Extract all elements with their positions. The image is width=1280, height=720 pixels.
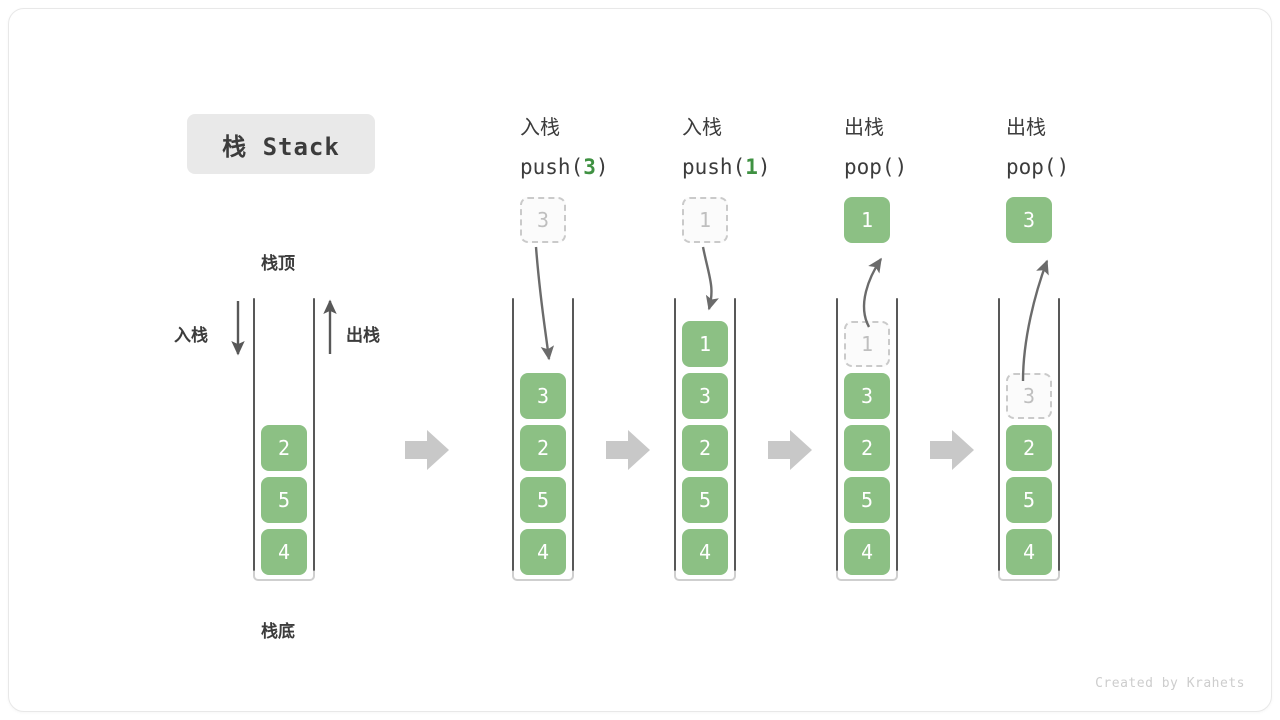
stack-container-push-1 — [674, 298, 736, 581]
stack-cell: 4 — [682, 529, 728, 575]
container-right-wall — [734, 298, 736, 571]
stack-cell: 5 — [682, 477, 728, 523]
diagram-title-badge: 栈 Stack — [187, 114, 375, 174]
container-right-wall — [896, 298, 898, 571]
incoming-ghost-cell: 3 — [520, 197, 566, 243]
code-suffix: ) — [1056, 155, 1070, 179]
container-bottom — [998, 571, 1060, 581]
code-suffix: ) — [757, 155, 771, 179]
stack-cell: 5 — [520, 477, 566, 523]
column-header-cn: 出栈 — [1006, 115, 1046, 139]
stack-cell: 2 — [261, 425, 307, 471]
pop-side-label: 出栈 — [346, 326, 380, 346]
code-prefix: pop( — [1006, 155, 1057, 179]
diagram-card: 栈 Stack 栈顶 栈底 入栈 出栈 入栈 push(3) 入栈 push(1… — [8, 8, 1272, 712]
incoming-ghost-cell: 1 — [682, 197, 728, 243]
stack-cell: 2 — [1006, 425, 1052, 471]
stack-container-pop-3 — [998, 298, 1060, 581]
step-arrow — [768, 430, 812, 470]
code-prefix: push( — [682, 155, 746, 179]
credit-text: Created by Krahets — [1095, 676, 1245, 691]
column-header-pop-1: 出栈 pop() — [844, 107, 1014, 187]
container-right-wall — [313, 298, 315, 571]
outgoing-cell: 1 — [844, 197, 890, 243]
container-bottom — [674, 571, 736, 581]
stack-top-label: 栈顶 — [261, 254, 295, 274]
container-right-wall — [1058, 298, 1060, 571]
push-side-label: 入栈 — [174, 326, 208, 346]
container-left-wall — [253, 298, 255, 571]
stack-cell: 2 — [682, 425, 728, 471]
stack-bottom-label: 栈底 — [261, 622, 295, 642]
stack-cell: 3 — [520, 373, 566, 419]
step-arrow — [606, 430, 650, 470]
code-prefix: push( — [520, 155, 584, 179]
step-arrow — [405, 430, 449, 470]
column-header-pop-3: 出栈 pop() — [1006, 107, 1176, 187]
step-arrow — [930, 430, 974, 470]
column-header-code: push(1) — [682, 147, 852, 187]
stack-container-push-3 — [512, 298, 574, 581]
stack-cell: 2 — [844, 425, 890, 471]
column-header-push-1: 入栈 push(1) — [682, 107, 852, 187]
stack-cell: 1 — [682, 321, 728, 367]
stack-container-pop-1 — [836, 298, 898, 581]
stack-cell: 5 — [1006, 477, 1052, 523]
column-header-code: push(3) — [520, 147, 690, 187]
column-header-code: pop() — [1006, 147, 1176, 187]
stack-cell-ghost: 1 — [844, 321, 890, 367]
stack-cell: 3 — [682, 373, 728, 419]
column-header-code: pop() — [844, 147, 1014, 187]
stack-cell: 4 — [520, 529, 566, 575]
stack-cell: 3 — [844, 373, 890, 419]
container-left-wall — [836, 298, 838, 571]
stack-cell: 4 — [844, 529, 890, 575]
diagram-stage: 栈 Stack 栈顶 栈底 入栈 出栈 入栈 push(3) 入栈 push(1… — [9, 9, 1271, 711]
stack-cell-ghost: 3 — [1006, 373, 1052, 419]
container-right-wall — [572, 298, 574, 571]
outgoing-cell: 3 — [1006, 197, 1052, 243]
code-arg: 1 — [745, 155, 758, 179]
stack-container-initial — [253, 298, 315, 581]
stack-cell: 5 — [261, 477, 307, 523]
container-bottom — [836, 571, 898, 581]
container-left-wall — [998, 298, 1000, 571]
stack-cell: 5 — [844, 477, 890, 523]
column-header-push-3: 入栈 push(3) — [520, 107, 690, 187]
container-bottom — [512, 571, 574, 581]
column-header-cn: 入栈 — [682, 115, 722, 139]
stack-cell: 4 — [1006, 529, 1052, 575]
container-left-wall — [512, 298, 514, 571]
code-suffix: ) — [894, 155, 908, 179]
code-prefix: pop( — [844, 155, 895, 179]
code-suffix: ) — [595, 155, 609, 179]
container-bottom — [253, 571, 315, 581]
column-header-cn: 出栈 — [844, 115, 884, 139]
stack-cell: 4 — [261, 529, 307, 575]
stack-cell: 2 — [520, 425, 566, 471]
column-header-cn: 入栈 — [520, 115, 560, 139]
code-arg: 3 — [583, 155, 596, 179]
container-left-wall — [674, 298, 676, 571]
